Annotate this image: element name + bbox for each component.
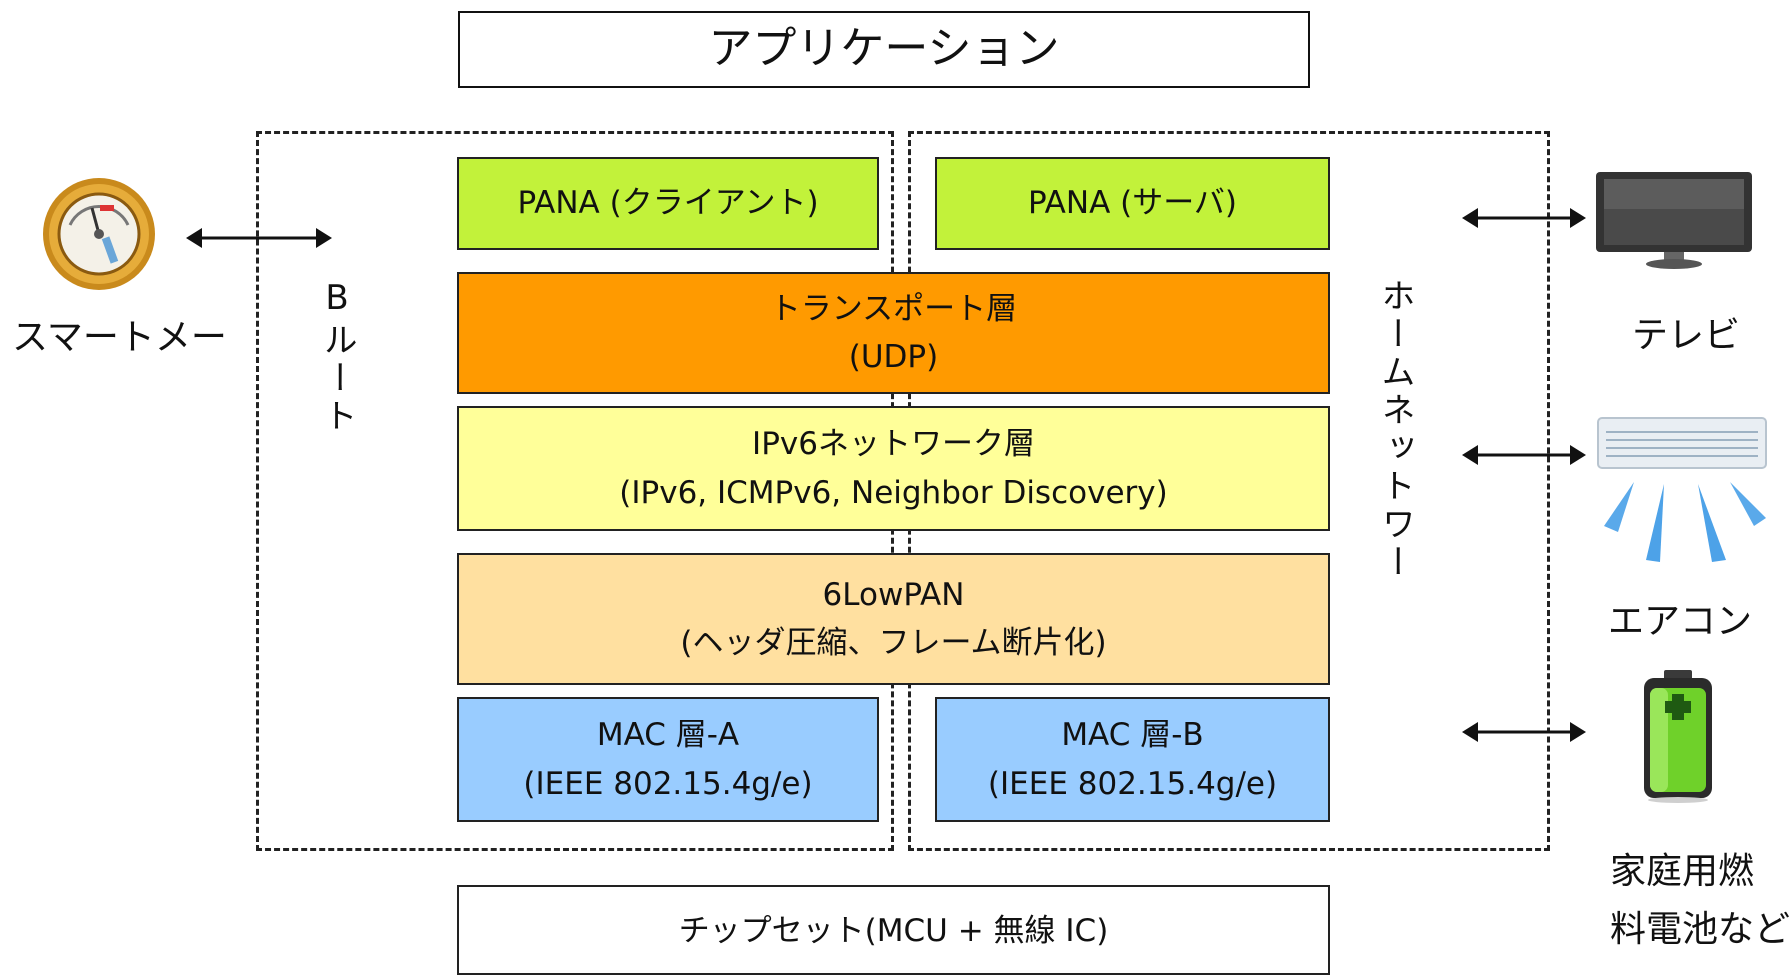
gauge-icon [40,175,158,293]
mac-a-name: MAC 層-A [596,717,740,754]
transport-layer: トランスポート層 (UDP) [457,272,1330,394]
tv-label: テレビ [1632,315,1741,356]
double-arrow-icon [1462,204,1586,232]
mac-b-layer: MAC 層-B (IEEE 802.15.4g/e) [935,697,1330,822]
lowpan-layer-functions: (ヘッダ圧縮、フレーム断片化) [680,625,1107,661]
aircon-icon [1594,414,1770,576]
pana-server-label: PANA (サーバ) [1027,185,1238,222]
aircon-label: エアコン [1608,601,1753,642]
pana-server-layer: PANA (サーバ) [935,157,1330,250]
ipv6-layer: IPv6ネットワーク層 (IPv6, ICMPv6, Neighbor Disc… [457,406,1330,531]
battery-icon [1638,668,1718,804]
double-arrow-icon [1462,441,1586,469]
fuel-cell-label-line2: 料電池など [1610,909,1791,950]
mac-b-standard: (IEEE 802.15.4g/e) [987,765,1278,802]
double-arrow-icon [186,224,332,252]
tv-icon [1594,170,1754,270]
home-network-label: ホームネットワー [1375,278,1415,582]
mac-b-name: MAC 層-B [1061,717,1204,754]
transport-layer-name: トランスポート層 [769,290,1018,327]
lowpan-layer: 6LowPAN (ヘッダ圧縮、フレーム断片化) [457,553,1330,685]
lowpan-layer-name: 6LowPAN [822,576,965,613]
ipv6-layer-name: IPv6ネットワーク層 [752,426,1035,463]
application-title: アプリケーション [708,23,1060,75]
ipv6-layer-protocols: (IPv6, ICMPv6, Neighbor Discovery) [619,474,1168,511]
mac-a-layer: MAC 層-A (IEEE 802.15.4g/e) [457,697,879,822]
fuel-cell-label-line1: 家庭用燃 [1610,851,1755,892]
double-arrow-icon [1462,718,1586,746]
chipset-label: チップセット(MCU + 無線 IC) [678,913,1109,949]
b-route-label: Bルート [317,278,357,436]
mac-a-standard: (IEEE 802.15.4g/e) [523,765,813,802]
application-title-box: アプリケーション [458,11,1310,88]
chipset-box: チップセット(MCU + 無線 IC) [457,885,1330,975]
smart-meter-label: スマートメー [12,317,227,358]
transport-layer-protocol: (UDP) [848,339,939,375]
pana-client-label: PANA (クライアント) [517,185,819,222]
pana-client-layer: PANA (クライアント) [457,157,879,250]
